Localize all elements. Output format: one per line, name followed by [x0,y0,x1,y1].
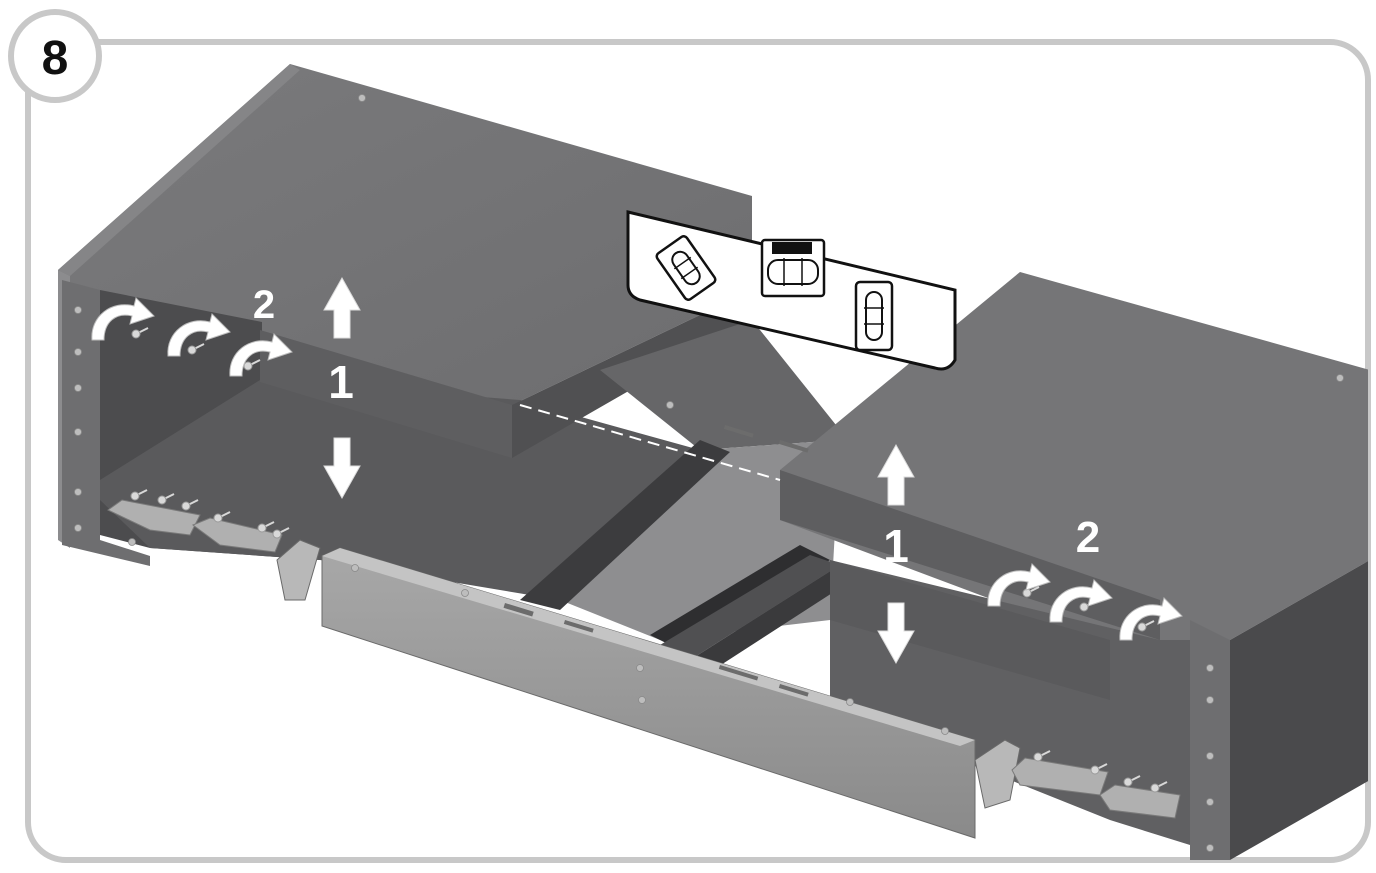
floor-bracket-right-2 [1099,775,1181,819]
left-front-frame [62,280,150,566]
clip-left [276,539,321,601]
rail-slots [503,424,809,697]
step-number: 8 [42,32,69,85]
right-cabinet-side [1230,560,1368,860]
front-rail-bracket [321,547,976,839]
spirit-level-icon [626,210,957,371]
floor-bracket-left-2 [191,511,290,553]
step-number-badge: 8 [8,9,102,103]
label-raise-lower-left: 1 [328,356,354,408]
left-shelf-front [260,330,512,458]
leveling-guide-line [519,404,781,481]
label-tighten-right: 2 [1076,513,1100,562]
label-tighten-left: 2 [253,283,275,327]
cabinet-illustration [58,64,1368,860]
label-raise-lower-right: 1 [883,520,909,572]
right-front-frame [1190,620,1230,860]
floor-bracket-right-1 [1011,750,1109,796]
